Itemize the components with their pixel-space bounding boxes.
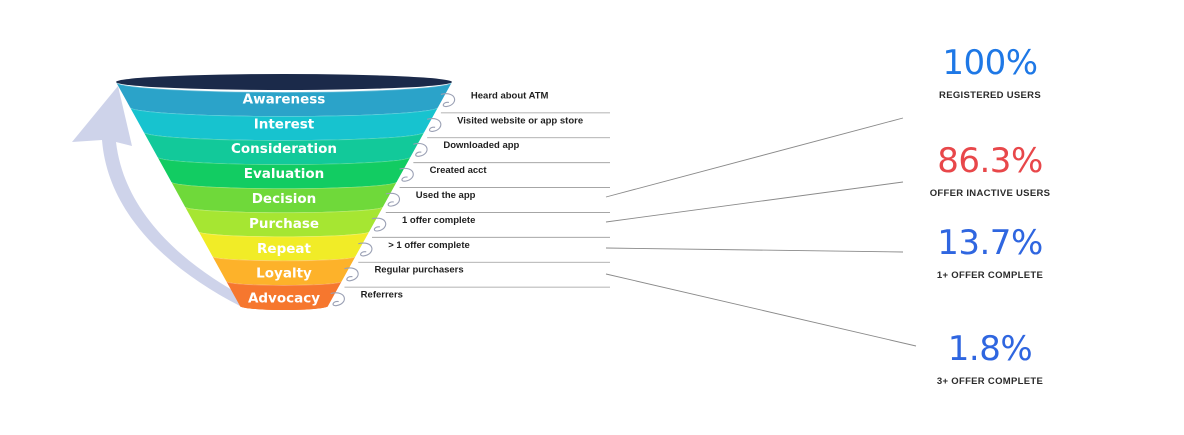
stage-label: Repeat	[257, 241, 311, 257]
stage-label: Loyalty	[256, 266, 312, 282]
funnel-band-awareness	[116, 82, 452, 117]
swirl-connector-icon	[399, 167, 414, 182]
funnel-band-loyalty	[212, 256, 356, 286]
stage-description: > 1 offer complete	[388, 240, 470, 251]
stage-label: Interest	[254, 116, 315, 132]
funnel-bottom	[240, 302, 328, 310]
stat-caption: 3+ OFFER COMPLETE	[936, 376, 1044, 387]
stat-value: 1.8%	[947, 329, 1033, 369]
stat-value: 13.7%	[937, 223, 1043, 263]
stat-connector-line	[605, 117, 904, 198]
stage-label: Decision	[252, 191, 317, 207]
stat-connector-line	[605, 181, 904, 223]
stat-value: 86.3%	[937, 141, 1043, 181]
funnel-band-decision	[171, 181, 397, 213]
stat-one-plus-offer: 13.7% 1+ OFFER COMPLETE	[880, 226, 1100, 281]
funnel-band-interest	[129, 106, 439, 141]
swirl-connector-icon	[371, 217, 387, 232]
funnel-band-advocacy	[226, 281, 342, 310]
stage-description: Referrers	[361, 290, 403, 301]
funnel-band-evaluation	[157, 156, 411, 189]
funnel-band-repeat	[198, 231, 370, 261]
stage-description: Created acct	[430, 165, 488, 176]
stat-three-plus-offer: 1.8% 3+ OFFER COMPLETE	[880, 332, 1100, 387]
stage-description: Regular purchasers	[374, 265, 463, 276]
stat-caption: REGISTERED USERS	[939, 90, 1041, 101]
swirl-connector-icon	[426, 118, 442, 132]
funnel-band-edge	[115, 81, 453, 93]
stage-description: Downloaded app	[443, 140, 519, 151]
funnel-band-consideration	[143, 131, 425, 165]
stat-value: 100%	[942, 43, 1038, 83]
stage-description: Used the app	[416, 190, 476, 201]
swirl-connector-icon	[330, 292, 345, 307]
stat-offer-inactive-users: 86.3% OFFER INACTIVE USERS	[880, 144, 1100, 199]
stage-label: Awareness	[243, 91, 326, 107]
funnel-top-opening	[116, 74, 452, 90]
stat-connector-line	[605, 247, 904, 253]
stat-caption: 1+ OFFER COMPLETE	[936, 270, 1044, 281]
funnel-band-purchase	[184, 206, 384, 237]
stage-label: Purchase	[249, 216, 319, 232]
stage-label: Consideration	[231, 141, 337, 157]
swirl-connector-icon	[358, 242, 373, 257]
stage-description: 1 offer complete	[402, 215, 475, 226]
swirl-connector-icon	[385, 192, 400, 207]
stage-description: Visited website or app store	[457, 115, 583, 126]
stage-label: Evaluation	[244, 166, 324, 182]
stat-connector-line	[605, 273, 917, 347]
swirl-connector-icon	[440, 93, 456, 108]
upward-arrow-icon	[72, 86, 250, 306]
swirl-connector-icon	[344, 267, 359, 282]
stage-description: Heard about ATM	[471, 90, 549, 101]
stat-registered-users: 100% REGISTERED USERS	[880, 46, 1100, 101]
stage-label: Advocacy	[248, 291, 320, 307]
swirl-connector-icon	[413, 142, 428, 157]
stat-caption: OFFER INACTIVE USERS	[929, 188, 1051, 199]
